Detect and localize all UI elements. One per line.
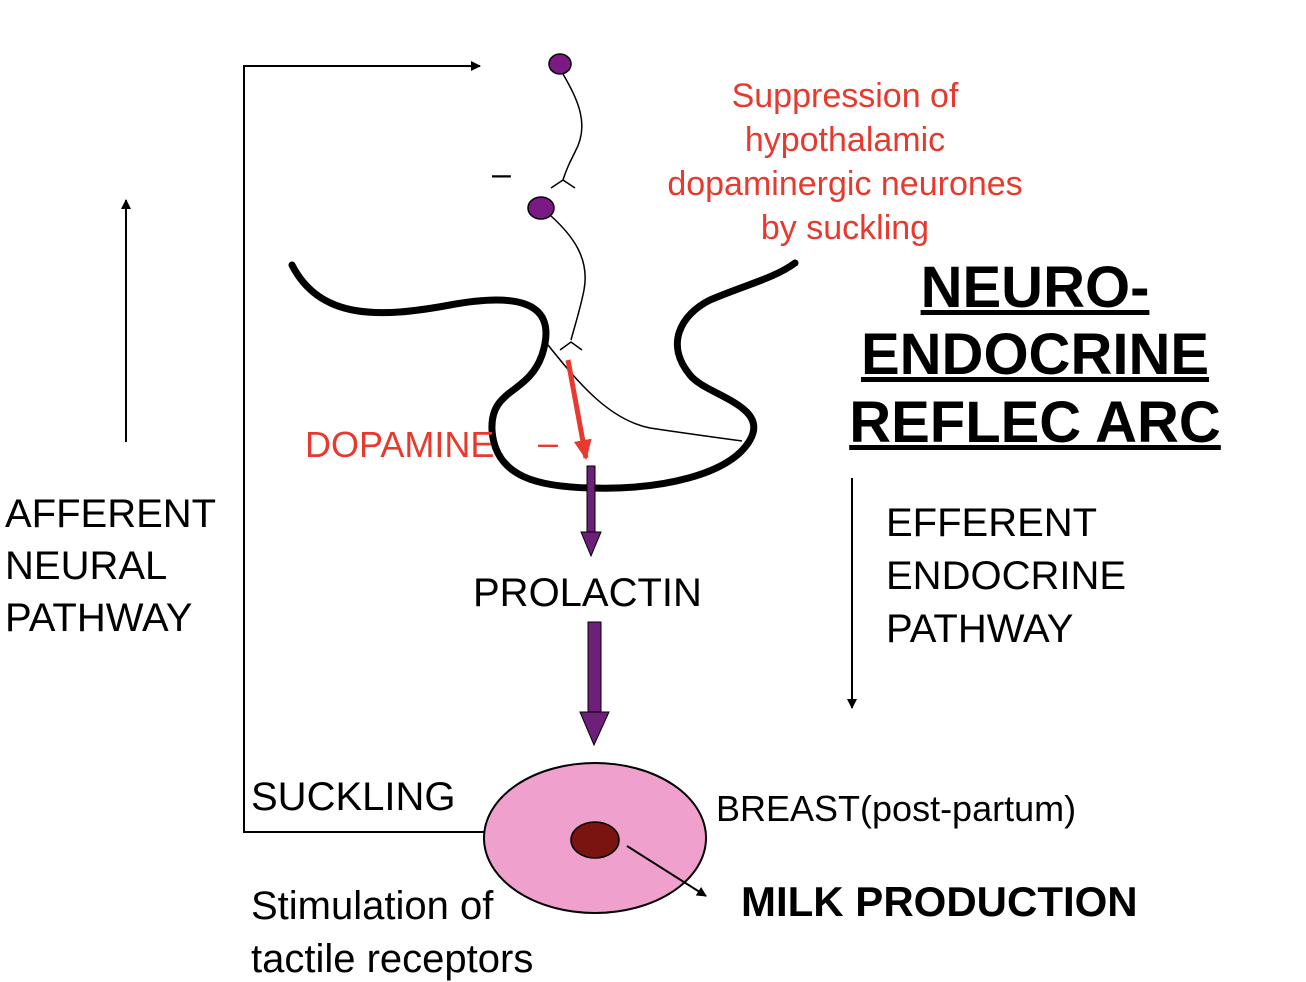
title-line: ENDOCRINE (860, 322, 1210, 388)
suppression-line: hypothalamic (744, 121, 946, 159)
dopaminergic-neuron-terminal (559, 341, 583, 351)
dopaminergic-neuron-body (527, 196, 555, 220)
dopaminergic-neuron-axon (550, 215, 586, 341)
suppression-line: dopaminergic neurones (667, 165, 1023, 203)
title-line: REFLEC ARC (849, 389, 1221, 455)
breast-label: BREAST(post-partum) (716, 788, 1077, 829)
afferent-pathway-label: AFFERENT NEURAL PATHWAY (5, 488, 216, 644)
portal-vessel-line (547, 344, 743, 442)
afferent-line: AFFERENT (5, 492, 217, 536)
efferent-line: EFFERENT (886, 501, 1098, 545)
stimulation-line: Stimulation of (251, 884, 494, 928)
stimulation-line: tactile receptors (251, 937, 534, 981)
hypothalamus-pituitary-outline (288, 259, 799, 492)
efferent-line: PATHWAY (886, 607, 1074, 651)
afferent-line: NEURAL (5, 544, 168, 588)
dopamine-label: DOPAMINE (305, 424, 495, 465)
upper-neuron-terminal (550, 179, 576, 189)
suckling-label: SUCKLING (251, 775, 456, 819)
neuron-inhibit-sign: – (492, 155, 511, 193)
dopamine-inhibit-sign: – (538, 422, 559, 463)
prolactin-release-arrow (580, 465, 602, 558)
suppression-line: by suckling (760, 209, 930, 247)
afferent-line: PATHWAY (5, 596, 193, 640)
diagram-title: NEURO- ENDOCRINE REFLEC ARC (838, 254, 1232, 456)
suppression-line: Suppression of (731, 77, 959, 115)
stimulation-label: Stimulation of tactile receptors (251, 880, 533, 982)
dopamine-arrow (565, 359, 592, 460)
efferent-line: ENDOCRINE (886, 554, 1127, 598)
efferent-pathway-label: EFFERENT ENDOCRINE PATHWAY (886, 497, 1126, 656)
upper-neuron-axon (562, 73, 583, 181)
title-line: NEURO- (920, 255, 1150, 320)
prolactin-label: PROLACTIN (473, 571, 702, 615)
milk-production-label: MILK PRODUCTION (741, 878, 1138, 925)
suppression-note: Suppression of hypothalamic dopaminergic… (620, 74, 1070, 250)
upper-neuron-body (548, 53, 572, 75)
afferent-loop-line (243, 61, 487, 833)
milk-production-arrow (626, 845, 707, 897)
prolactin-to-breast-arrow (579, 621, 610, 747)
nipple-shape (570, 821, 620, 859)
